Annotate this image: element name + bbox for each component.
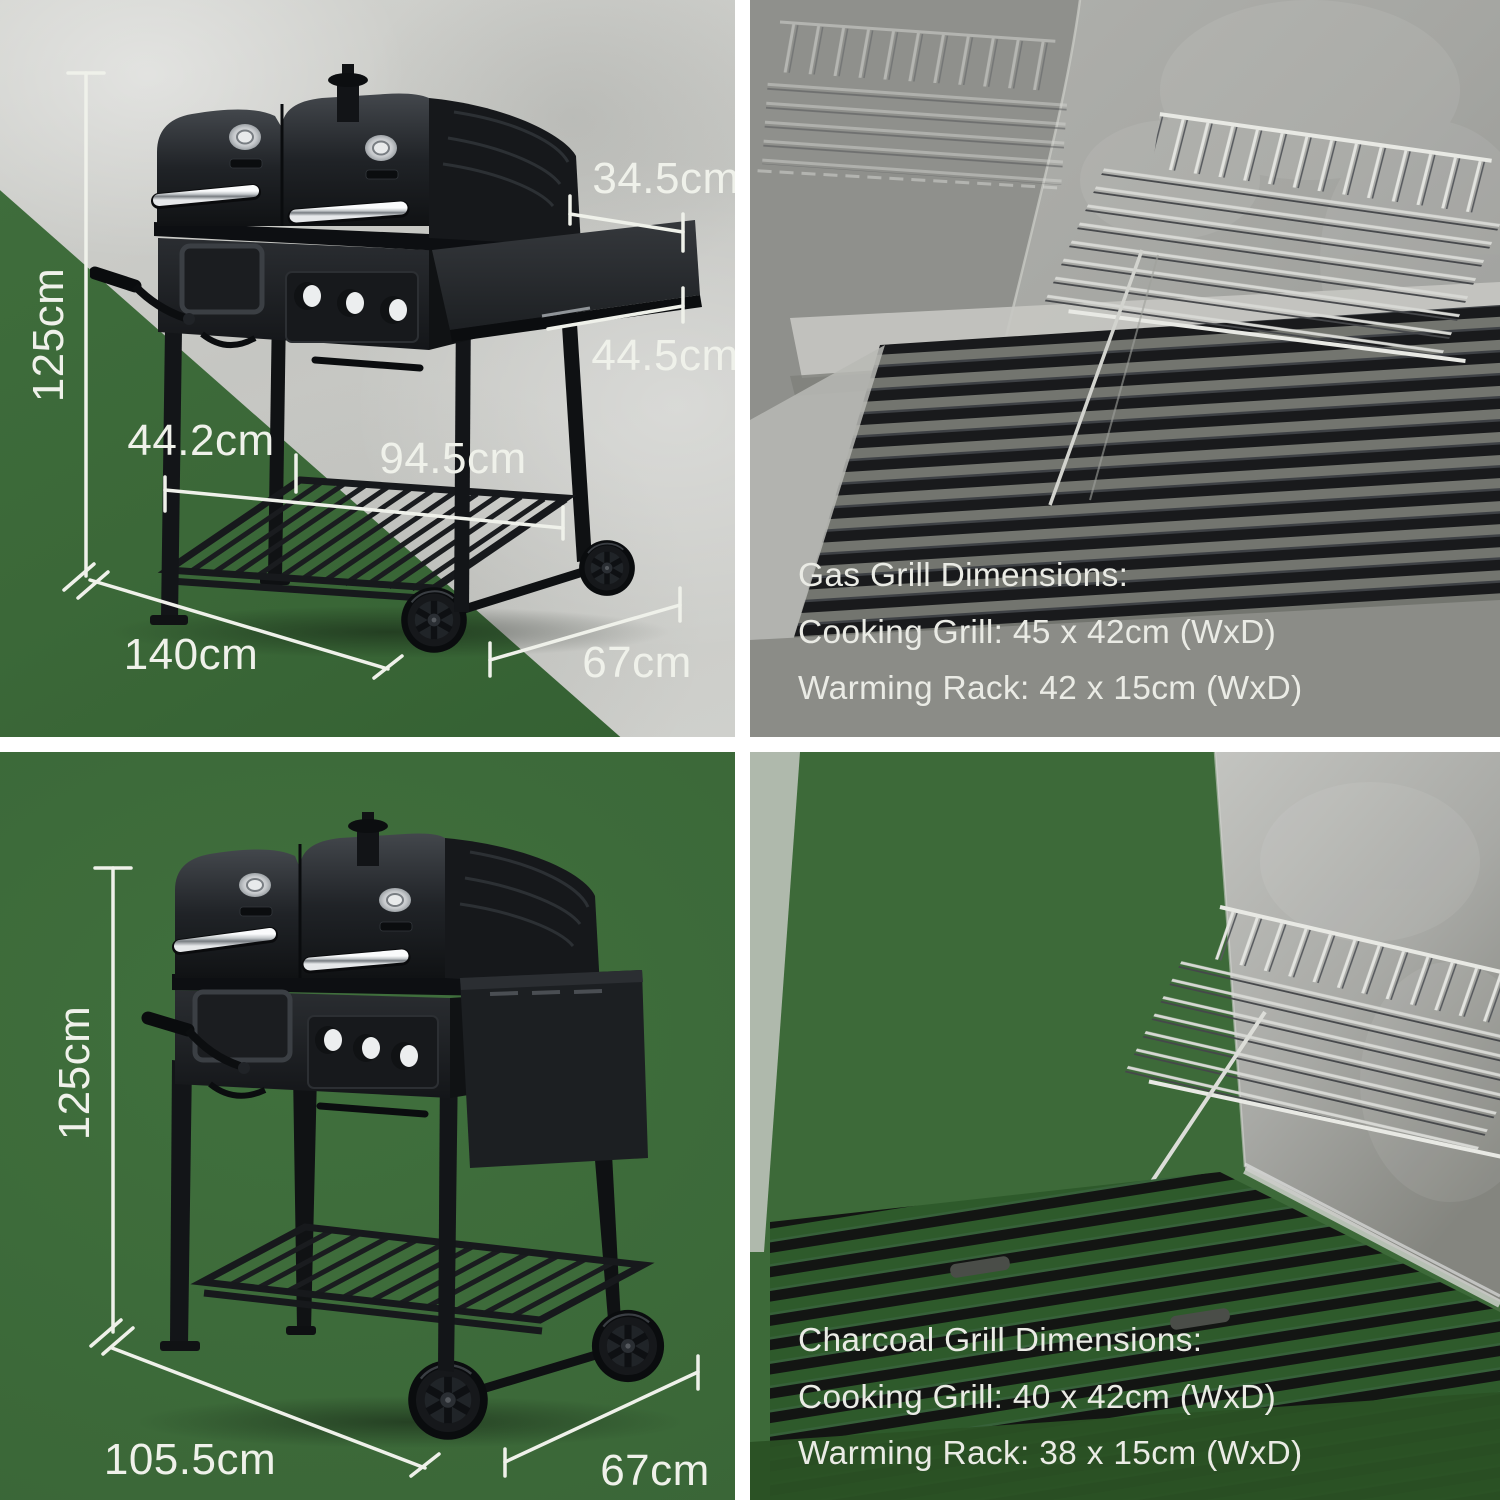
gas-cooking-grill-size: Cooking Grill: 45 x 42cm (WxD) <box>798 613 1277 651</box>
chimney <box>348 812 388 866</box>
dim-line-height <box>89 866 135 1356</box>
dim-line-height <box>62 71 110 600</box>
gas-lid <box>282 93 429 226</box>
panel-grill-folded-shelf-dimensions: 125cm 105.5cm 67cm <box>0 752 735 1500</box>
gas-dimensions-text: Gas Grill Dimensions: Cooking Grill: 45 … <box>798 548 1302 718</box>
dim-label-height: 125cm <box>24 267 73 403</box>
cooking-grate <box>790 305 1500 650</box>
dimension-lines <box>89 866 700 1478</box>
lid-rack-reflection <box>757 20 1068 190</box>
dim-line-shelf-depth <box>546 286 685 331</box>
gas-dimensions-title: Gas Grill Dimensions: <box>798 557 1129 594</box>
rack-support-rod <box>1048 249 1144 506</box>
dim-line-depth <box>503 1354 700 1478</box>
dim-label-base-depth: 44.2cm <box>127 416 275 465</box>
gas-warming-rack-size: Warming Rack: 42 x 15cm (WxD) <box>798 670 1303 707</box>
dim-label-base-width: 94.5cm <box>379 434 527 483</box>
dim-label-width: 105.5cm <box>103 1435 277 1484</box>
grill-with-folded-shelf-illustration <box>140 812 680 1448</box>
dim-line-depth <box>488 586 682 678</box>
grill-with-side-shelf-illustration <box>90 64 702 658</box>
charcoal-dimensions-title: Charcoal Grill Dimensions: <box>798 1322 1203 1359</box>
gas-lid <box>300 833 445 978</box>
charcoal-grill-grate-photo <box>750 752 1500 1500</box>
dim-label-shelf-depth: 44.5cm <box>591 331 735 380</box>
dim-label-width: 140cm <box>123 630 259 679</box>
dim-label-depth: 67cm <box>582 638 692 687</box>
panel-charcoal-grill-dimensions: Charcoal Grill Dimensions: Cooking Grill… <box>750 752 1500 1500</box>
burner-knobs <box>294 282 407 324</box>
dim-label-height: 125cm <box>50 1005 99 1141</box>
crank-handle <box>90 266 142 293</box>
panel-grill-open-shelf-dimensions: 125cm 34.5cm 44.5cm 44.2cm 94.5cm 140cm … <box>0 0 735 737</box>
dim-label-shelf-width: 34.5cm <box>592 154 735 203</box>
gas-grill-grate-photo <box>750 0 1500 737</box>
dim-line-shelf-width <box>568 194 685 253</box>
panel-gas-grill-dimensions: Gas Grill Dimensions: Cooking Grill: 45 … <box>750 0 1500 737</box>
chimney <box>328 64 368 122</box>
dim-line-width <box>110 1346 441 1478</box>
crank-handle <box>141 1011 195 1037</box>
dimension-lines <box>62 71 685 680</box>
dim-line-width <box>88 578 404 680</box>
warming-rack <box>1043 112 1500 364</box>
charcoal-warming-rack-size: Warming Rack: 38 x 15cm (WxD) <box>798 1435 1303 1472</box>
dim-label-depth: 67cm <box>600 1446 710 1495</box>
dim-line-base <box>163 453 565 541</box>
side-shelf-folded <box>460 970 648 1168</box>
side-shelf-extended <box>432 220 702 342</box>
charcoal-dimensions-text: Charcoal Grill Dimensions: Cooking Grill… <box>798 1313 1302 1483</box>
charcoal-cooking-grill-size: Cooking Grill: 40 x 42cm (WxD) <box>798 1378 1277 1416</box>
burner-knobs <box>315 1026 418 1070</box>
